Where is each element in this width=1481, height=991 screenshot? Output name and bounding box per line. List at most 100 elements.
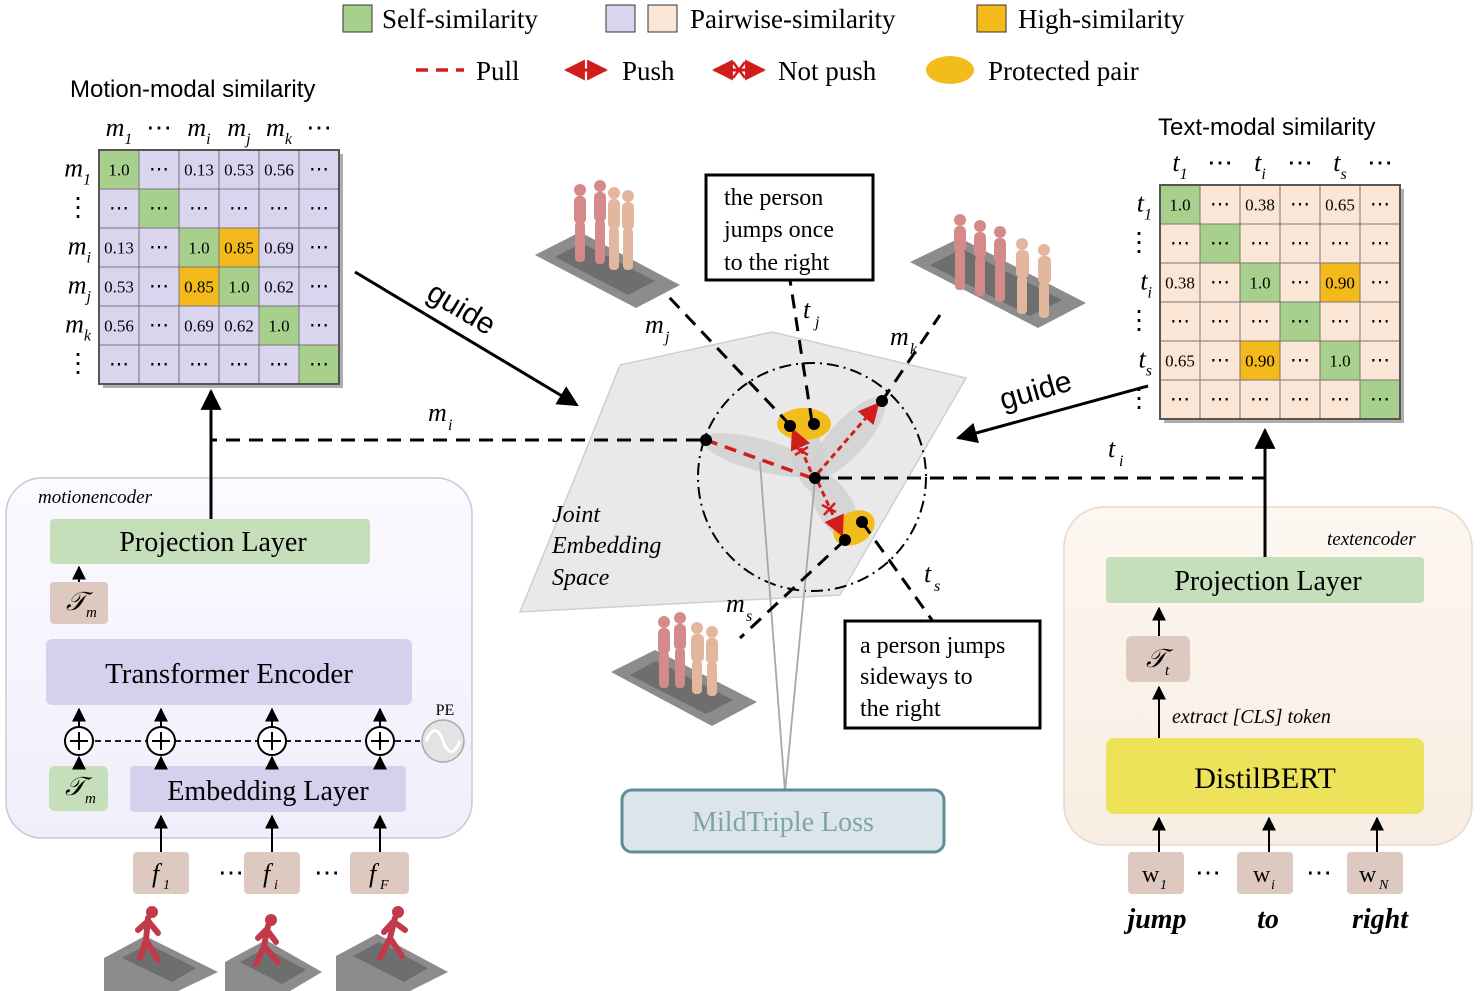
motion-matrix-cell-value: 0.85 <box>184 278 214 297</box>
text-matrix-cell <box>1239 184 1281 225</box>
text-matrix-cell-value: ⋯ <box>1250 389 1270 411</box>
text-matrix-cell-value: ⋯ <box>1250 311 1270 333</box>
legend-push-label: Push <box>622 56 675 86</box>
text-projection-label: Projection Layer <box>1174 566 1362 597</box>
motion-matrix-cell <box>298 227 340 268</box>
text-matrix-axis-label: ⋯ <box>1287 148 1313 177</box>
motion-encoder-name: motionencoder <box>38 487 153 508</box>
text-matrix-cell-value: ⋯ <box>1210 311 1230 333</box>
motion-matrix-cell-value: ⋯ <box>149 315 169 337</box>
text-matrix-cell-value: ⋯ <box>1370 311 1390 333</box>
legend-protected-swatch <box>926 56 974 84</box>
motion-matrix-cell-value: ⋯ <box>149 159 169 181</box>
distilbert-label: DistilBERT <box>1194 762 1336 795</box>
text-matrix-cell-value: ⋯ <box>1250 233 1270 255</box>
text-matrix-cell-value: ⋯ <box>1210 272 1230 294</box>
svg-text:j: j <box>663 329 670 346</box>
point-mj <box>784 420 796 432</box>
motion-matrix-axis-label: mk <box>65 310 92 345</box>
guide-arrow-left: guide <box>354 270 579 407</box>
text-matrix-cell <box>1359 184 1401 225</box>
caption-j-line2: jumps once <box>723 217 834 243</box>
legend-self-swatch <box>342 4 373 33</box>
text-matrix-cell <box>1239 340 1281 381</box>
text-projection-layer <box>1106 557 1424 603</box>
word-token-1-sub: 1 <box>1160 878 1167 893</box>
text-matrix-axis-label: ⋮ <box>1126 228 1152 257</box>
svg-text:t: t <box>924 559 932 588</box>
motion-matrix-cell-value: 0.69 <box>264 239 294 258</box>
motion-render-mk <box>910 214 1086 328</box>
point-tj <box>808 418 820 430</box>
legend-not-push-arrow <box>711 59 767 81</box>
motion-matrix-cell <box>98 266 140 307</box>
motion-projection-label: Projection Layer <box>119 527 307 558</box>
text-matrix-cell <box>1239 223 1281 264</box>
word-token-1-base: w <box>1142 862 1160 888</box>
svg-text:i: i <box>1119 453 1123 470</box>
motion-matrix-cell <box>258 344 300 385</box>
svg-text:m: m <box>645 310 664 339</box>
svg-text:i: i <box>448 417 452 434</box>
word-to: to <box>1257 904 1279 935</box>
frame-token-i-sub: i <box>274 878 278 893</box>
text-matrix-cell-value: 0.90 <box>1245 352 1275 371</box>
text-matrix-cell <box>1279 301 1321 342</box>
text-matrix-cell-value: ⋯ <box>1290 389 1310 411</box>
margin-circle <box>697 362 927 592</box>
text-matrix-axis-label: ti <box>1254 148 1266 183</box>
motion-matrix-cell <box>178 227 220 268</box>
frame-ellipsis-1: ⋯ <box>218 858 244 887</box>
text-matrix-cell-value: ⋯ <box>1290 350 1310 372</box>
text-matrix-cell-value: 1.0 <box>1329 352 1350 371</box>
svg-text:s: s <box>746 608 752 625</box>
motion-matrix-axis-label: ⋮ <box>65 193 91 222</box>
word-token-N-base: w <box>1359 862 1377 888</box>
caption-box-j <box>704 173 875 282</box>
word-token-N-sub: N <box>1378 878 1389 893</box>
svg-text:t: t <box>803 295 811 324</box>
text-matrix-cell-value: 0.65 <box>1165 352 1195 371</box>
text-cls-token <box>1126 636 1190 682</box>
motion-token-input <box>49 766 108 811</box>
motion-matrix-title: Motion-modal similarity <box>70 76 315 103</box>
word-token-1 <box>1128 852 1184 894</box>
motion-matrix-cell-value: ⋯ <box>149 198 169 220</box>
legend-protected-label: Protected pair <box>988 56 1139 86</box>
text-matrix-cell-value: ⋯ <box>1290 311 1310 333</box>
motion-matrix-cell-value: 0.62 <box>224 317 254 336</box>
motion-matrix-cell-value: ⋯ <box>229 354 249 376</box>
mildtriple-loss-box <box>620 788 946 854</box>
svg-text:m: m <box>428 398 447 427</box>
text-matrix-cell <box>1199 262 1241 303</box>
text-matrix-cell-value: ⋯ <box>1170 389 1190 411</box>
frame-token-1-base: f <box>152 859 163 888</box>
text-matrix-cell-value: ⋯ <box>1290 272 1310 294</box>
guide-arrow-right: guide <box>955 365 1149 444</box>
motion-matrix-cell-value: ⋯ <box>229 198 249 220</box>
pe-label: PE <box>436 702 455 719</box>
frame-token-i <box>244 852 300 894</box>
frame-token-1 <box>133 852 189 894</box>
motion-render-ms <box>611 612 757 726</box>
caption-j-line1: the person <box>724 185 823 211</box>
positional-add-1 <box>64 726 94 756</box>
motion-matrix-cell-value: 0.13 <box>104 239 134 258</box>
text-matrix-cell-value: ⋯ <box>1330 233 1350 255</box>
svg-text:t: t <box>1108 434 1116 463</box>
text-matrix-cell <box>1239 301 1281 342</box>
text-matrix-cell-value: 0.38 <box>1245 196 1275 215</box>
motion-matrix-cell-value: ⋯ <box>189 198 209 220</box>
not-push-arrow-j <box>790 428 813 473</box>
text-matrix-cell-value: ⋯ <box>1370 194 1390 216</box>
motion-matrix-cell-value: ⋯ <box>149 237 169 259</box>
legend-pair-swatch-text <box>647 4 678 33</box>
frame-ellipsis-2: ⋯ <box>314 858 340 887</box>
motion-matrix-cell-value: 1.0 <box>228 278 249 297</box>
positional-encoding-icon: PE <box>421 702 465 763</box>
text-matrix-cell-value: ⋯ <box>1330 389 1350 411</box>
